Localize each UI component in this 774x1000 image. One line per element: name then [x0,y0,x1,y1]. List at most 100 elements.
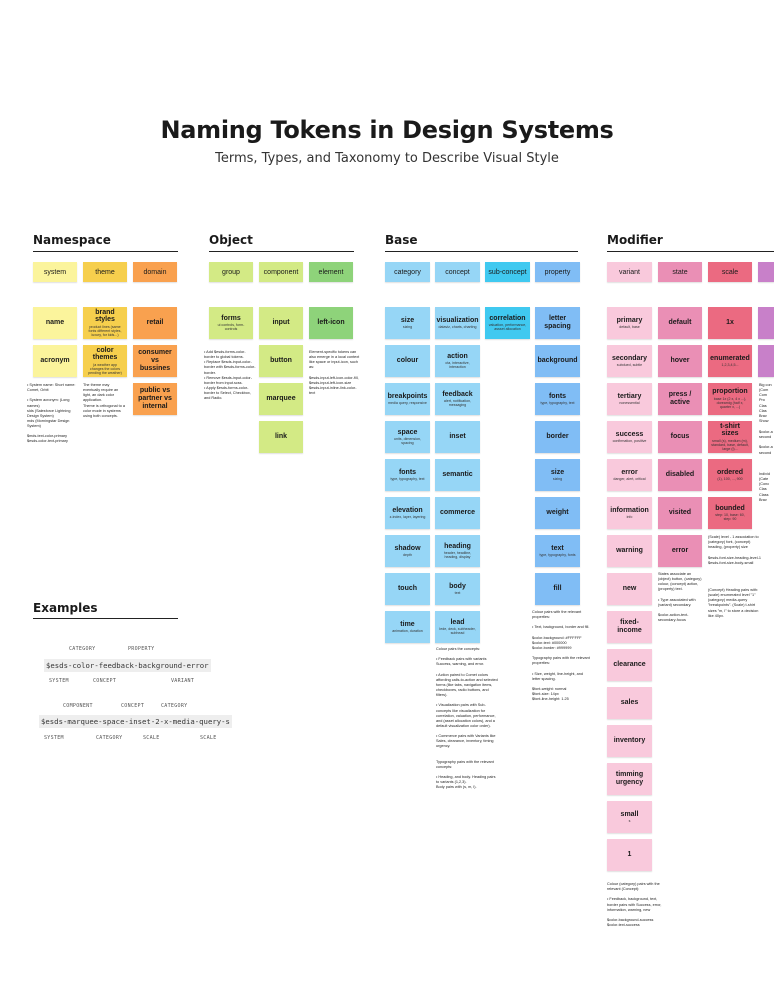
base-category-note-sublabel: units, dimension, spacing [394,437,421,446]
diagram-title: Naming Tokens in Design Systems [160,116,614,144]
modifier-variant-note-label: tertiary [617,392,642,400]
modifier-variant-note-sublabel: nonessential [619,401,640,406]
object-description-right: Element-specific tokens can also emerge … [309,350,360,395]
example1-label-system: SYSTEM [49,678,69,684]
modifier-state-note-1: hover [658,345,702,377]
modifier-variant-note-6: warning [607,535,652,567]
modifier-state-note-4: disabled [658,459,702,491]
modifier-variant-note-label: error [621,468,638,476]
base-subconcept-note-sublabel: valuation, performance, assset allocatio… [488,323,527,332]
modifier-state-note-5: visited [658,497,702,529]
modifier-scale-note-sublabel: step: 10, base: 60, step: 90 [715,513,745,522]
example1-label-category: CATEGORY [69,646,96,652]
namespace-header-system: system [33,262,77,282]
note-retail: retail [133,307,177,339]
note-button: button [259,345,303,377]
modifier-state-note-0: default [658,307,702,339]
note-public-partner-internal: public vs partner vs internal [133,383,177,415]
modifier-header-scale: scale [708,262,752,282]
modifier-scale-note-4: ordered(1), 100, ..., 900 [708,459,752,491]
namespace-header-theme: theme [83,262,127,282]
modifier-cut-description-3: Individ (Cate (Conc Clas Class Brav [759,472,770,502]
base-category-note-label: breakpoints [387,392,428,400]
object-heading: Object [209,233,354,252]
modifier-state-note-label: hover [670,357,690,365]
base-category-note-sublabel: depth [403,553,412,558]
base-concept-note-label: body [449,582,466,590]
modifier-variant-note-label: clearance [613,661,646,669]
modifier-variant-note-sublabel: info [626,515,633,520]
modifier-variant-note-label: new [622,585,637,593]
object-header-element: element [309,262,353,282]
modifier-variant-note-label: primary [616,316,643,324]
modifier-variant-description: Colour (category) pairs with the relevan… [607,882,662,927]
modifier-variant-note-label: inventory [613,737,646,745]
base-concept-note-label: semantic [442,471,473,479]
base-property-note-label: size [550,468,565,476]
example2-label-category-2: CATEGORY [96,735,123,741]
base-property-note-sublabel: type, typography, fonts [539,553,576,558]
base-concept-note-4: semantic [435,459,480,491]
modifier-scale-description-1: (Scale) level - 1 association to (catego… [708,535,761,565]
modifier-scale-note-label: ordered [716,468,744,476]
modifier-scale-note-sublabel: (1), 100, ..., 900 [717,477,743,482]
base-concept-note-sublabel: lede, deck, subheader, subhead [439,627,476,636]
base-concept-note-label: visualization [436,316,479,324]
base-property-note-label: fill [553,585,562,593]
base-header-category: category [385,262,430,282]
base-concept-note-5: commerce [435,497,480,529]
base-concept-note-label: inset [449,433,466,441]
base-category-note-7: touch [385,573,430,605]
base-header-concept: concept [435,262,480,282]
namespace-heading: Namespace [33,233,178,252]
modifier-variant-note-label: sales [620,699,639,707]
note-cut-2 [758,345,774,377]
base-property-note-label: text [551,544,564,552]
base-category-note-sublabel: type, typography, text [390,477,425,482]
modifier-state-note-label: focus [670,433,690,441]
object-description-left: • Add $esds-forms-color-border to global… [204,350,256,401]
base-concept-note-sublabel: header, headline, heading, display [443,551,472,560]
base-concept-note-label: feedback [442,390,473,398]
modifier-scale-note-sublabel: 1,2,3,4,5... [721,363,739,368]
base-concept-note-3: inset [435,421,480,453]
modifier-scale-note-label: proportion [712,388,748,396]
base-property-note-label: letter spacing [544,315,571,330]
note-cut-1 [758,307,774,339]
base-category-note-sublabel: sizing [402,325,413,330]
base-header-property: property [535,262,580,282]
base-category-note-label: time [400,620,415,628]
base-concept-description: Colour pairs the concepts: • Feedback pa… [436,647,498,790]
modifier-variant-note-label: information [610,506,649,514]
base-property-note-label: weight [546,509,569,517]
modifier-variant-note-label: timming urgency [615,771,644,786]
base-property-note-label: border [546,433,569,441]
base-category-note-label: colour [396,357,419,365]
modifier-variant-note-14: 1 [607,839,652,871]
base-category-note-sublabel: animation, duration [392,629,423,634]
modifier-cut-description-1: Big con (Com Com Pro Clas Clas Brav Show [759,383,772,423]
base-concept-note-label: action [447,352,468,360]
base-category-note-label: shadow [394,544,421,552]
base-category-note-1: colour [385,345,430,377]
modifier-variant-note-label: fixed-income [617,619,642,634]
modifier-variant-note-12: timming urgency [607,763,652,795]
base-property-note-sublabel: sizing [552,477,563,482]
example1-label-variant: VARIANT [171,678,195,684]
